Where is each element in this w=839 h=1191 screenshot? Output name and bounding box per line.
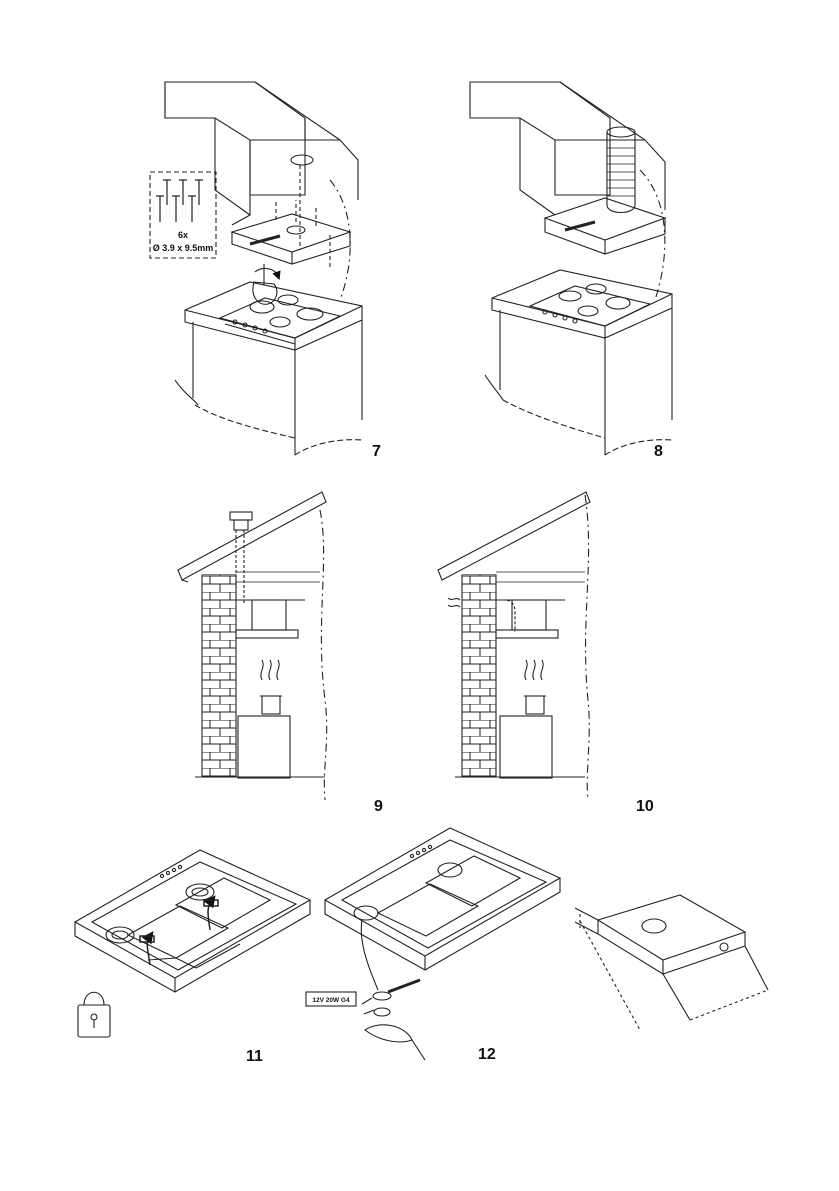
bulb-spec-label: 12V 20W G4 <box>312 997 350 1004</box>
figure-11 <box>75 850 310 1037</box>
figure-number-9: 9 <box>374 798 383 816</box>
bulb-spec-box: 12V 20W G4 <box>306 992 356 1006</box>
screw-count-label: 6x <box>178 230 188 240</box>
hood-underside <box>75 850 310 992</box>
figure-number-8: 8 <box>654 443 663 461</box>
kitchen-counter-with-hob <box>485 270 672 455</box>
kitchen-counter-with-hob <box>175 282 362 455</box>
hood <box>236 600 305 638</box>
carbon-filter-box <box>575 895 768 1030</box>
padlock-icon <box>78 992 110 1037</box>
figure-9 <box>178 492 327 800</box>
roof <box>178 492 326 582</box>
wall-cabinet <box>470 82 665 215</box>
figure-10 <box>438 492 590 800</box>
hood-underside <box>325 828 560 970</box>
figure-number-11: 11 <box>246 1048 263 1066</box>
figure-number-10: 10 <box>636 798 654 816</box>
hood <box>496 600 565 638</box>
brick-wall <box>202 575 236 777</box>
screw-spec-label: Ø 3.9 x 9.5mm <box>153 243 214 253</box>
cooktop-with-pot <box>500 660 552 778</box>
figure-number-7: 7 <box>372 443 381 461</box>
screws-box: 6x Ø 3.9 x 9.5mm <box>150 172 216 258</box>
roof <box>438 492 590 580</box>
cooktop-with-pot <box>238 660 290 778</box>
figure-8 <box>470 82 672 455</box>
range-hood <box>545 198 665 254</box>
brick-wall <box>462 575 496 777</box>
figure-12: 12V 20W G4 <box>306 828 560 1060</box>
figure-7: 6x Ø 3.9 x 9.5mm <box>150 82 362 455</box>
figure-number-12: 12 <box>478 1046 496 1064</box>
wall-cabinet <box>165 82 358 250</box>
